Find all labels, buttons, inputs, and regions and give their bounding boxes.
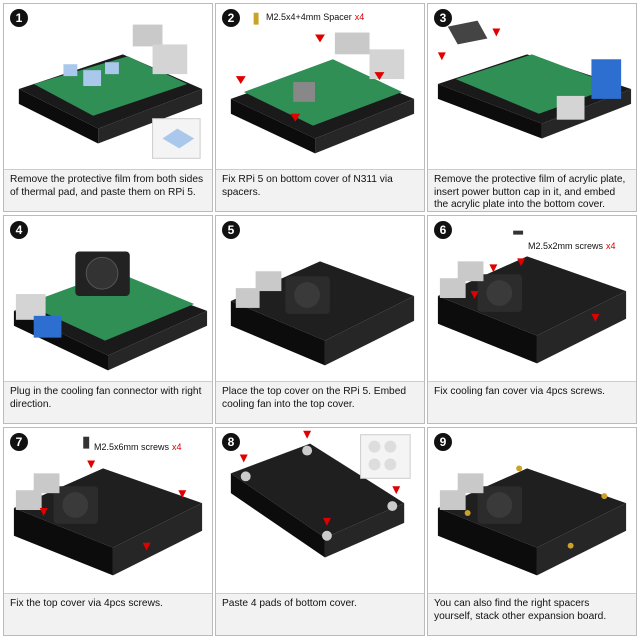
step-1-illustration [4, 4, 212, 170]
step-2-number: 2 [222, 9, 240, 27]
step-2-spacer-qty: x4 [354, 12, 365, 22]
step-5-number: 5 [222, 221, 240, 239]
step-6-screw-qty: x4 [606, 241, 616, 251]
step-1-panel: 1 Remove the protective film from both s… [3, 3, 213, 212]
step-5-illustration [216, 216, 424, 382]
step-7-screw-qty: x4 [172, 442, 182, 452]
step-8-panel: 8 Paste 4 pads of bottom cover. [215, 427, 425, 636]
step-9-illustration [428, 428, 636, 594]
step-4-caption: Plug in the cooling fan connector with r… [4, 381, 212, 423]
step-7-illustration [4, 428, 212, 594]
step-3-number: 3 [434, 9, 452, 27]
step-9-caption: You can also find the right spacers your… [428, 593, 636, 635]
step-4-panel: 4 Plug in the cooling fan connector with… [3, 215, 213, 424]
step-4-number: 4 [10, 221, 28, 239]
step-1-number: 1 [10, 9, 28, 27]
step-3-illustration [428, 4, 636, 170]
step-2-caption: Fix RPi 5 on bottom cover of N311 via sp… [216, 169, 424, 211]
step-7-caption: Fix the top cover via 4pcs screws. [4, 593, 212, 635]
step-7-number: 7 [10, 433, 28, 451]
step-1-caption: Remove the protective film from both sid… [4, 169, 212, 211]
step-3-panel: 3 Remove the protective film of acrylic … [427, 3, 637, 212]
step-6-caption: Fix cooling fan cover via 4pcs screws. [428, 381, 636, 423]
step-9-panel: 9 You can also find the right spacers yo… [427, 427, 637, 636]
step-9-number: 9 [434, 433, 452, 451]
step-3-caption: Remove the protective film of acrylic pl… [428, 169, 636, 211]
step-8-caption: Paste 4 pads of bottom cover. [216, 593, 424, 635]
step-2-illustration [216, 4, 424, 170]
instruction-grid: 1 Remove the protective film from both s… [3, 3, 637, 637]
step-4-illustration [4, 216, 212, 382]
step-6-illustration [428, 216, 636, 382]
step-5-caption: Place the top cover on the RPi 5. Embed … [216, 381, 424, 423]
step-8-illustration [216, 428, 424, 594]
step-8-number: 8 [222, 433, 240, 451]
step-6-number: 6 [434, 221, 452, 239]
step-5-panel: 5 Place the top cover on the RPi 5. Embe… [215, 215, 425, 424]
